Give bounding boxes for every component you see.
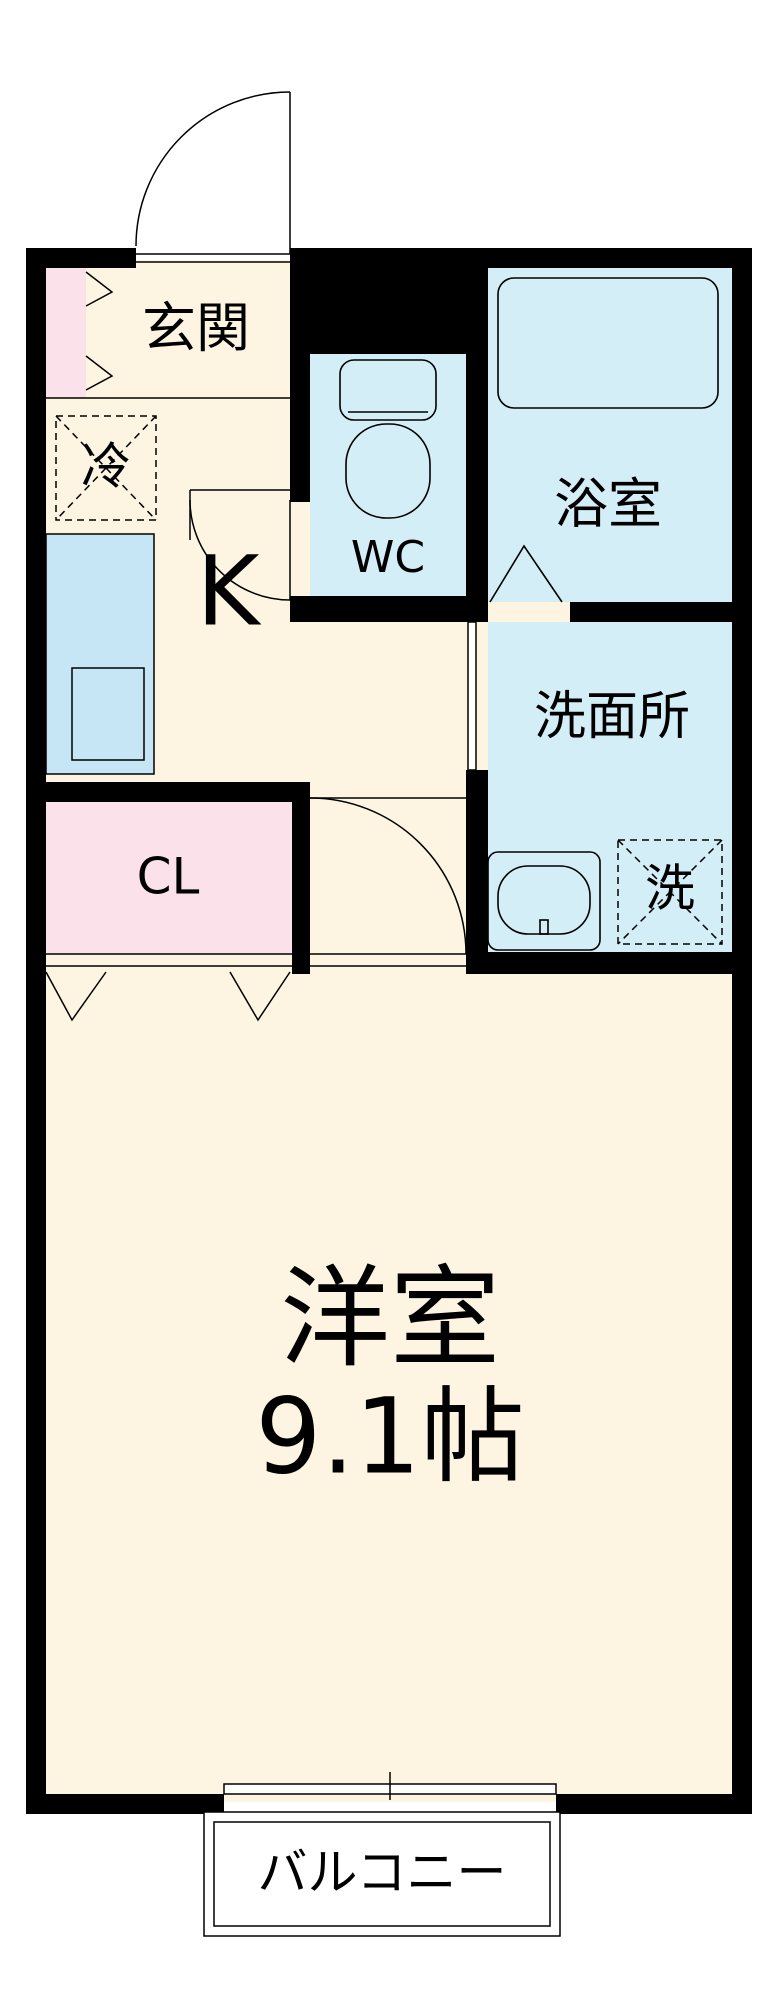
washroom-floor bbox=[488, 622, 732, 952]
wall-bottom-left bbox=[26, 1794, 224, 1814]
wall-bath-wash bbox=[570, 602, 732, 622]
wall-closet-top bbox=[46, 782, 310, 802]
label-balcony: バルコニー bbox=[258, 1844, 507, 1902]
floor-fills bbox=[45, 260, 732, 1802]
wall-wc-bottom bbox=[290, 596, 488, 622]
label-main-room: 洋室 bbox=[280, 1254, 500, 1382]
wall-wc-right bbox=[466, 268, 488, 618]
wash-basin-outer bbox=[487, 851, 601, 951]
label-bathroom: 浴室 bbox=[554, 473, 662, 536]
label-kitchen: K bbox=[197, 535, 262, 647]
walls bbox=[26, 248, 752, 1814]
wall-top-left bbox=[26, 248, 136, 268]
wall-right bbox=[732, 248, 752, 1814]
fixtures bbox=[339, 277, 719, 951]
thin-lines bbox=[46, 397, 723, 967]
toilet-bowl bbox=[345, 423, 431, 519]
kitchen-sink bbox=[71, 667, 145, 761]
label-closet: CL bbox=[137, 848, 200, 906]
wall-bottom-right bbox=[556, 1794, 752, 1814]
toilet-floor bbox=[310, 354, 466, 596]
label-fridge: 冷 bbox=[81, 438, 131, 496]
shoe-cabinet bbox=[46, 268, 86, 398]
label-main-room-size: 9.1帖 bbox=[255, 1375, 524, 1497]
label-washroom: 洗面所 bbox=[534, 687, 690, 747]
bathroom-floor bbox=[488, 268, 732, 602]
toilet-tank bbox=[339, 359, 437, 421]
wall-wc-left bbox=[290, 354, 310, 502]
wall-closet-right bbox=[292, 782, 310, 974]
doors bbox=[45, 91, 477, 1022]
balcony bbox=[203, 1772, 561, 1937]
balcony-outline bbox=[203, 1811, 561, 1937]
label-entrance: 玄関 bbox=[142, 297, 250, 360]
label-washer: 洗 bbox=[645, 860, 695, 918]
bathtub bbox=[497, 277, 719, 409]
closet-floor bbox=[46, 802, 292, 954]
wall-wash-left bbox=[466, 770, 488, 970]
wall-block-wc bbox=[290, 248, 486, 354]
wall-wash-bottom bbox=[466, 952, 752, 974]
labels: 玄関 冷 K WC 浴室 洗面所 洗 CL 洋室 9.1帖 バルコニー bbox=[81, 297, 695, 1902]
wall-left bbox=[26, 248, 46, 1814]
label-toilet: WC bbox=[351, 532, 425, 583]
